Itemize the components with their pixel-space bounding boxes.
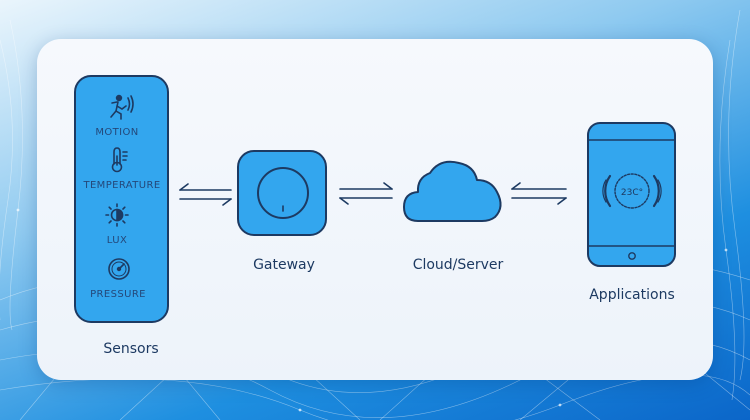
cloud-icon	[403, 160, 502, 222]
arrow-cloud-applications	[511, 182, 567, 205]
gateway-icon	[237, 150, 327, 236]
temperature-readout: 23C°	[621, 188, 643, 198]
sensors-label: Sensors	[103, 341, 158, 357]
thermostat-icon	[602, 173, 662, 209]
sensor-label-pressure: PRESSURE	[90, 289, 146, 300]
gauge-icon	[108, 258, 130, 280]
arrow-gateway-cloud	[339, 182, 393, 205]
phone-icon: 23C°	[587, 122, 676, 267]
thermometer-icon	[111, 147, 128, 173]
motion-icon	[110, 94, 134, 120]
cloud-label: Cloud/Server	[413, 257, 504, 273]
arrow-sensors-gateway	[179, 183, 232, 206]
applications-label: Applications	[589, 287, 675, 303]
gateway-label: Gateway	[253, 257, 315, 273]
sensor-label-temperature: TEMPERATURE	[82, 180, 160, 191]
sensors-node: MOTION TEMPERATURE LUX	[74, 75, 169, 323]
sensor-label-lux: LUX	[107, 235, 127, 246]
sensor-label-motion: MOTION	[95, 127, 138, 138]
light-icon	[105, 203, 129, 227]
